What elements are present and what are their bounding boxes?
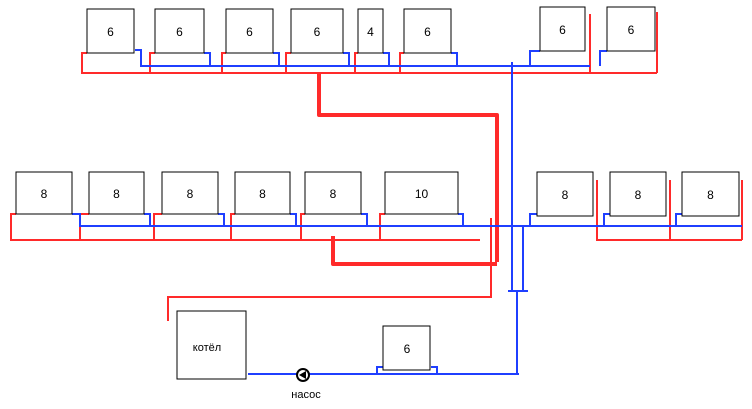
radiator-middle-9: 8 bbox=[681, 171, 740, 217]
radiator-middle-4: 8 bbox=[234, 171, 291, 215]
pump-icon bbox=[296, 368, 310, 382]
radiator-top-label: 6 bbox=[559, 23, 566, 37]
supply-loop-top-7 bbox=[589, 14, 657, 74]
supply-loop-mid-7 bbox=[596, 180, 670, 241]
radiator-middle-label: 10 bbox=[415, 187, 429, 201]
radiator-top-label: 4 bbox=[367, 25, 374, 39]
supply-pipes bbox=[10, 12, 743, 321]
pump-label: насос bbox=[291, 389, 321, 401]
boiler-label: котёл bbox=[193, 342, 221, 354]
radiator-top-8: 6 bbox=[606, 6, 656, 52]
radiator-middle-8: 8 bbox=[609, 171, 667, 217]
return-tap-mid-9 bbox=[675, 213, 682, 226]
radiator-middle-1: 8 bbox=[15, 171, 73, 215]
return-tap-top-7 bbox=[529, 50, 540, 66]
return-tap-bottom-right bbox=[431, 366, 438, 374]
supply-loop-mid-1 bbox=[10, 213, 80, 241]
radiator-top-label: 6 bbox=[176, 25, 183, 39]
return-tap-mid-6 bbox=[458, 213, 464, 226]
return-tap-top-5 bbox=[383, 52, 390, 66]
radiator-middle-5: 8 bbox=[304, 171, 362, 215]
return-header-middle bbox=[72, 213, 742, 227]
radiator-top-label: 6 bbox=[107, 25, 114, 39]
return-tap-top-4 bbox=[343, 52, 350, 66]
radiator-top-6: 6 bbox=[403, 8, 452, 54]
boiler: котёл bbox=[176, 310, 247, 380]
supply-loop-top-6 bbox=[399, 52, 590, 74]
return-tap-mid-7 bbox=[529, 213, 537, 226]
radiator-middle-label: 8 bbox=[562, 188, 569, 202]
radiator-middle-label: 8 bbox=[113, 187, 120, 201]
return-tap-mid-8 bbox=[603, 213, 610, 226]
radiator-top-4: 6 bbox=[290, 8, 344, 54]
return-tap-top-8 bbox=[599, 50, 607, 66]
supply-trunk-middle bbox=[331, 236, 497, 266]
top-row-radiators: 6 6 6 6 4 6 6 6 bbox=[86, 6, 656, 54]
radiator-bottom-label: 6 bbox=[404, 342, 411, 356]
supply-riser bbox=[167, 218, 492, 321]
return-tap-mid-4 bbox=[290, 213, 297, 226]
radiator-top-3: 6 bbox=[225, 8, 274, 54]
radiator-middle-3: 8 bbox=[161, 171, 219, 215]
radiator-middle-label: 8 bbox=[41, 187, 48, 201]
radiator-middle-label: 8 bbox=[707, 188, 714, 202]
radiator-middle-label: 8 bbox=[187, 187, 194, 201]
radiator-middle-6: 10 bbox=[384, 171, 459, 215]
supply-loop-top-2 bbox=[149, 52, 222, 74]
radiator-top-label: 6 bbox=[314, 25, 321, 39]
radiator-top-label: 6 bbox=[246, 25, 253, 39]
radiator-top-1: 6 bbox=[86, 8, 135, 54]
radiator-middle-label: 8 bbox=[259, 187, 266, 201]
supply-loop-top-3 bbox=[221, 52, 286, 74]
return-tap-top-3 bbox=[273, 52, 280, 66]
radiator-middle-label: 8 bbox=[635, 188, 642, 202]
supply-loop-top-4 bbox=[285, 52, 355, 74]
return-header-top bbox=[135, 49, 590, 67]
radiator-top-label: 6 bbox=[424, 25, 431, 39]
radiator-top-label: 6 bbox=[628, 23, 635, 37]
radiator-top-5: 4 bbox=[357, 8, 384, 54]
radiator-top-7: 6 bbox=[539, 6, 586, 52]
radiator-middle-2: 8 bbox=[88, 171, 145, 215]
middle-row-radiators: 8 8 8 8 8 10 8 8 8 bbox=[15, 171, 740, 217]
supply-loop-top-5 bbox=[354, 52, 400, 74]
return-tap-top-2 bbox=[204, 52, 211, 66]
supply-trunk-top bbox=[317, 73, 499, 262]
return-tap-mid-2 bbox=[144, 213, 151, 226]
return-pipes bbox=[72, 49, 742, 375]
radiator-top-2: 6 bbox=[154, 8, 205, 54]
supply-trunks bbox=[317, 73, 499, 266]
radiator-bottom: 6 bbox=[382, 325, 431, 371]
radiator-middle-7: 8 bbox=[536, 171, 594, 217]
return-tap-mid-5 bbox=[361, 213, 368, 226]
radiator-middle-label: 8 bbox=[330, 187, 337, 201]
return-tap-mid-3 bbox=[218, 213, 225, 226]
return-tap-bottom-left bbox=[376, 366, 383, 374]
supply-loop-top-1 bbox=[81, 52, 150, 74]
supply-loop-mid-8 bbox=[669, 180, 742, 241]
return-tap-top-6 bbox=[451, 52, 458, 66]
